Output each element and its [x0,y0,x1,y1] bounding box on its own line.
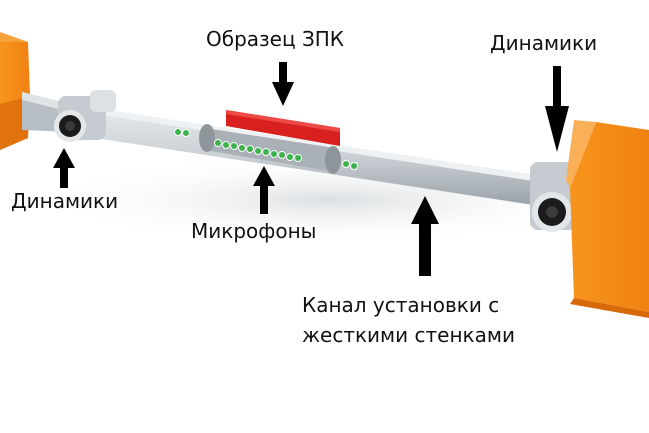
microphones [174,128,358,170]
arrow-speaker-left [53,148,75,188]
arrow-speaker-right [545,66,569,152]
label-channel-line1: Канал установки с [302,293,500,317]
label-microphones: Микрофоны [191,219,317,243]
left-speaker-housing [54,90,116,142]
label-speakers-right: Динамики [490,31,598,55]
label-sample: Образец ЗПК [206,27,344,51]
label-channel: Канал установки с жесткими стенками [302,290,542,350]
arrow-channel [411,196,439,276]
label-channel-line2: жесткими стенками [302,323,515,347]
left-speaker-box [0,32,30,150]
right-speaker-housing [530,162,578,232]
right-speaker-box [566,120,649,318]
sample-holder [199,110,341,174]
arrow-sample [272,62,294,106]
sample-block [226,110,340,146]
label-speakers-left: Динамики [11,189,119,213]
arrow-microphones [253,166,275,214]
